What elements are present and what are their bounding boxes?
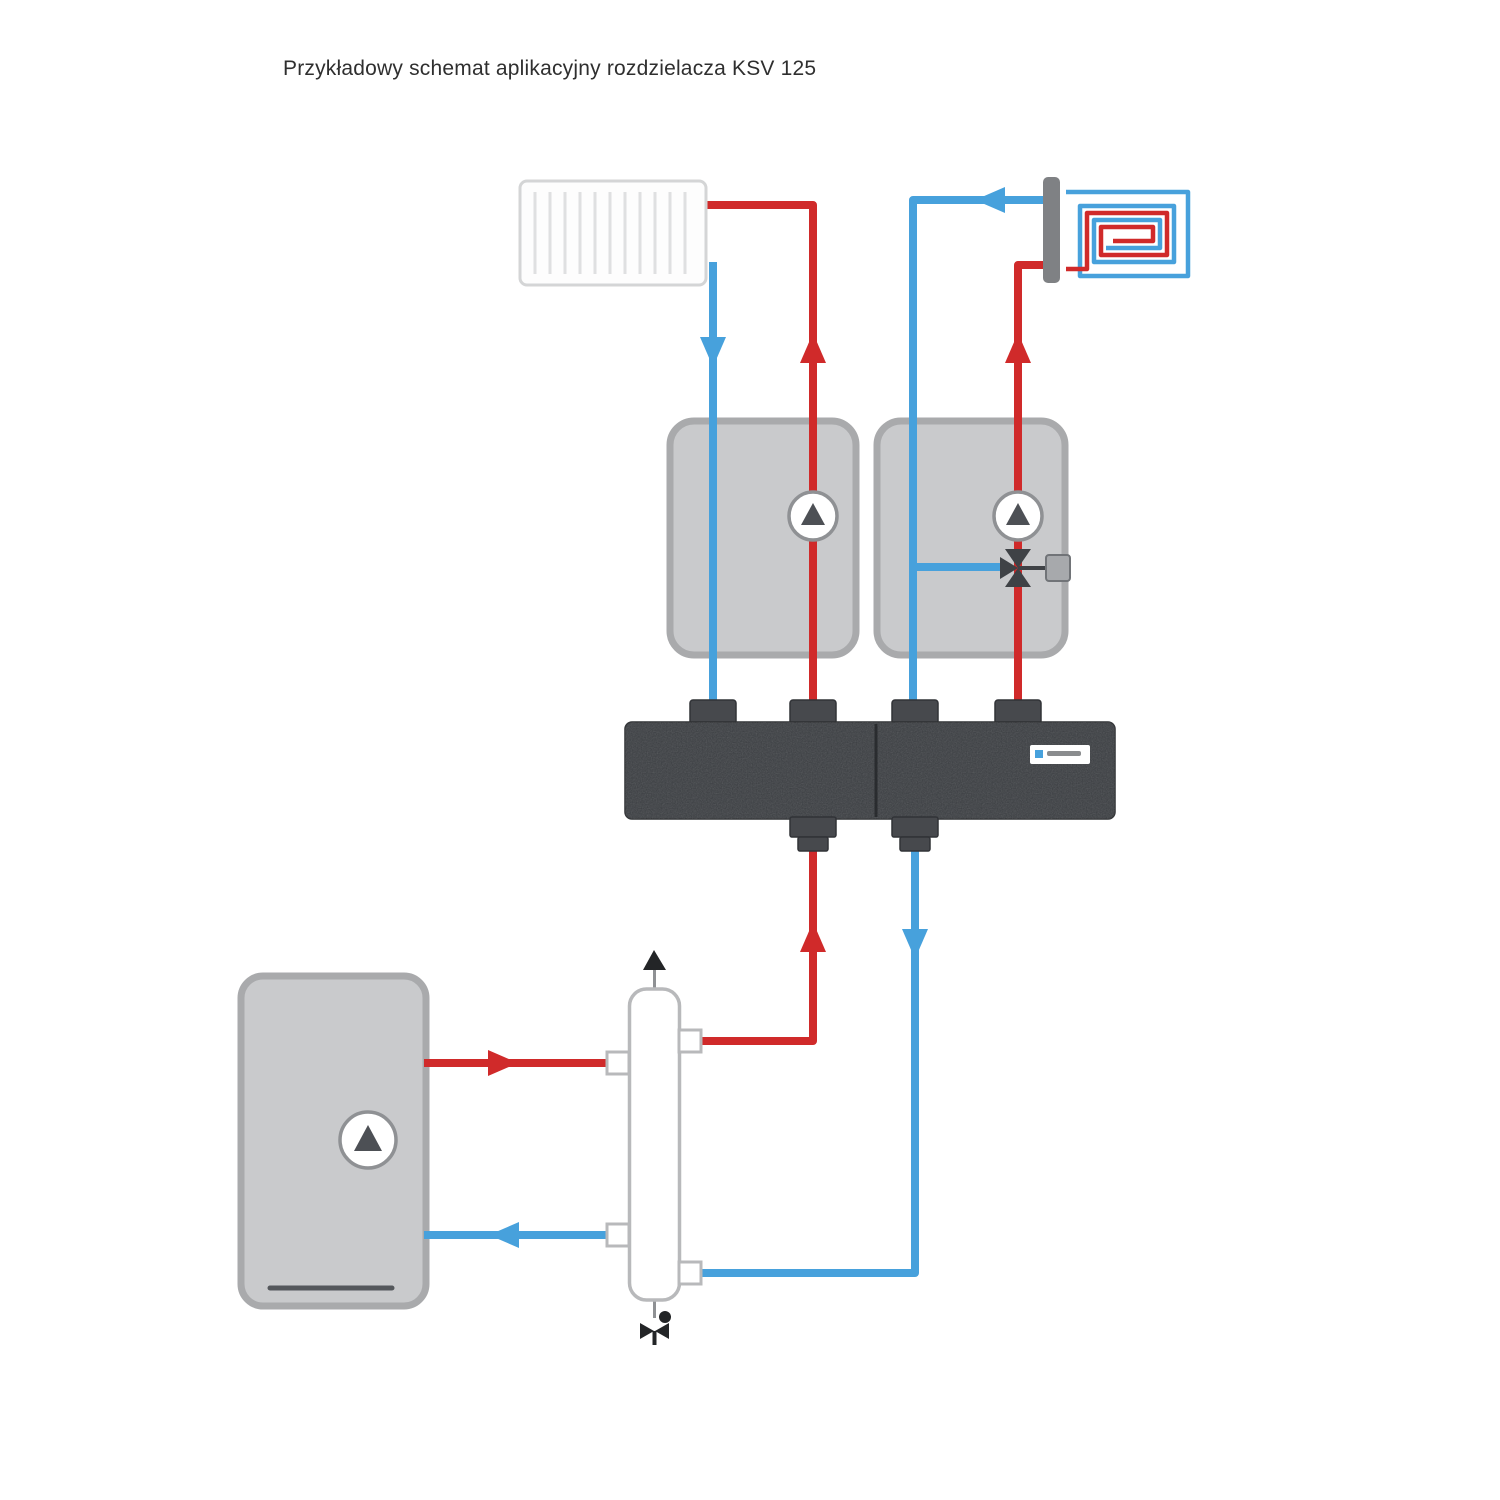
- separator-body: [627, 987, 682, 1302]
- separator-port-left-lower: [605, 1222, 631, 1248]
- separator-port-left-upper: [605, 1050, 631, 1076]
- manifold-top-port: [994, 699, 1042, 725]
- manifold-top-port: [789, 699, 837, 725]
- floor-heating-icon: [1043, 177, 1191, 283]
- floor-heating-edge-bar: [1043, 177, 1060, 283]
- separator-to-manifold-supply-pipe: [690, 840, 817, 1045]
- diagram-title: Przykładowy schemat aplikacyjny rozdziel…: [283, 57, 817, 80]
- manifold-brand-label: [1030, 745, 1090, 764]
- flow-arrow-icon: [1005, 333, 1031, 363]
- return-flow-arrows: [489, 187, 1005, 1248]
- pump-group-box-right: [873, 417, 1069, 659]
- manifold-bottom-port: [891, 816, 939, 838]
- valve-bottom-triangle: [1005, 568, 1031, 587]
- air-vent-icon: [643, 950, 666, 970]
- manifold-bottom-port-nut: [899, 836, 931, 852]
- flow-arrow-icon: [902, 929, 928, 959]
- boiler-details: [267, 1110, 398, 1291]
- manifold-bottom-port: [789, 816, 837, 838]
- radiator-body: [518, 179, 708, 287]
- radiator-icon: [518, 179, 708, 287]
- manifold-top-port: [689, 699, 737, 725]
- manifold-bottom-port-nut: [797, 836, 829, 852]
- flow-arrow-icon: [488, 1050, 518, 1076]
- supply-pipes: [424, 201, 1048, 1067]
- floor-coil-return-spiral: [1066, 189, 1191, 279]
- manifold-texture: [625, 722, 1115, 819]
- pump-group-box-left: [666, 417, 860, 659]
- drain-body-left: [640, 1323, 654, 1339]
- pump-impeller: [801, 503, 825, 525]
- radiator-supply-pipe: [706, 201, 817, 712]
- flow-arrow-icon: [489, 1222, 519, 1248]
- valve-left-triangle: [1000, 557, 1018, 579]
- flow-arrow-icon: [700, 337, 726, 367]
- valve-top-triangle: [1005, 549, 1031, 568]
- hydraulic-separator: [605, 950, 703, 1345]
- flow-arrow-icon: [800, 922, 826, 952]
- pump-impeller: [354, 1125, 382, 1151]
- separator-port-right-lower: [677, 1260, 703, 1286]
- separator-port-right-upper: [677, 1028, 703, 1054]
- pump-icon-right-group: [992, 490, 1044, 542]
- boiler: [237, 972, 430, 1310]
- pump-impeller: [1006, 503, 1030, 525]
- manifold-top-port: [891, 699, 939, 725]
- manifold-ksv125: [624, 699, 1116, 852]
- brand-logo-icon: [1035, 750, 1043, 758]
- drain-valve-icon: [640, 1311, 671, 1345]
- mixing-valve-icon: [1000, 549, 1071, 587]
- floor-coil-supply-spiral: [1066, 210, 1170, 272]
- pump-icon-left-group: [787, 490, 839, 542]
- supply-flow-arrows: [488, 333, 1031, 1076]
- flow-arrow-icon: [975, 187, 1005, 213]
- manifold-to-separator-return-pipe: [688, 840, 919, 1277]
- brand-text-mark: [1047, 751, 1081, 756]
- drain-body-right: [655, 1323, 669, 1339]
- valve-actuator: [1045, 554, 1071, 582]
- drain-knob: [659, 1311, 671, 1323]
- flow-arrow-icon: [800, 333, 826, 363]
- radiator-fins: [533, 192, 687, 274]
